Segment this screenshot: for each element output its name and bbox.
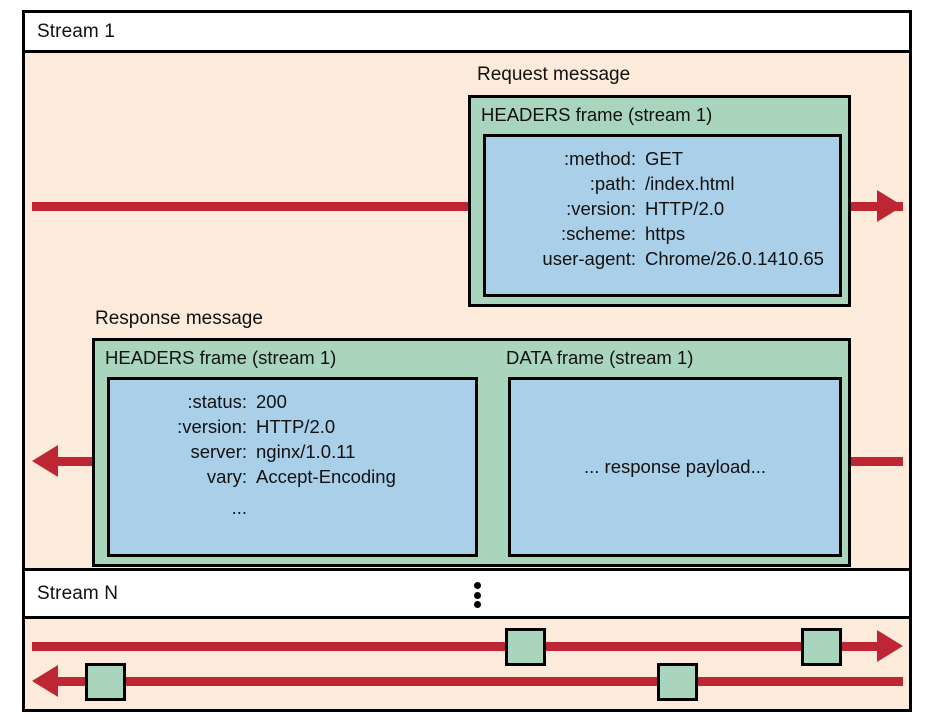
header-row-ellipsis: ... [110,489,475,520]
header-key: ... [231,497,247,518]
request-headers-frame-title: HEADERS frame (stream 1) [481,104,713,125]
response-message-frame: HEADERS frame (stream 1) :status: 200 :v… [92,338,851,567]
stream-n-inbound-frame-block [85,663,126,701]
response-data-frame-title: DATA frame (stream 1) [506,347,694,368]
stream-n-inbound-frame-block [657,663,698,701]
header-value: Chrome/26.0.1410.65 [645,248,824,269]
header-row: :method: GET [486,146,839,171]
request-headers-payload-box: :method: GET :path: /index.html :version… [483,134,842,297]
header-value [256,495,475,520]
header-row: vary: Accept-Encoding [110,464,475,489]
header-value: HTTP/2.0 [256,416,336,437]
request-flow-arrowhead [877,190,903,222]
header-key: :version: [177,416,247,437]
header-row: :version: HTTP/2.0 [110,414,475,439]
response-headers-frame-title: HEADERS frame (stream 1) [105,347,337,368]
header-value: https [645,223,686,244]
header-value: GET [645,148,684,169]
header-key: :version: [566,198,636,219]
header-value: 200 [256,391,287,412]
header-key: :path: [589,173,636,194]
stream-1-header: Stream 1 [25,13,909,53]
header-key: :status: [187,391,247,412]
stream-n-header: Stream N [25,571,909,619]
stream-n-outbound-frame-block [505,628,546,666]
header-value: /index.html [645,173,735,194]
http2-stream-multiplexing-diagram: Stream 1 Request message HEADERS frame (… [22,10,912,712]
header-row: :status: 200 [110,389,475,414]
header-key: :scheme: [560,223,636,244]
header-row: :version: HTTP/2.0 [486,196,839,221]
stream-n-outbound-line [32,642,878,651]
header-value: nginx/1.0.11 [256,441,356,462]
header-row: :scheme: https [486,221,839,246]
header-value: HTTP/2.0 [645,198,725,219]
stream-n-body [25,619,909,709]
stream-n-label: Stream N [37,582,119,604]
header-key: server: [190,441,247,462]
response-message-label: Response message [95,308,263,329]
response-headers-payload-box: :status: 200 :version: HTTP/2.0 server: … [107,377,478,557]
header-row: user-agent: Chrome/26.0.1410.65 [486,246,839,271]
header-key: vary: [206,466,247,487]
header-key: user-agent: [542,248,636,269]
stream-n-inbound-line [58,677,903,686]
stream-n-inbound-arrowhead [32,665,58,697]
vertical-ellipsis-icon [473,582,481,608]
response-flow-arrowhead [32,445,58,477]
header-row: :path: /index.html [486,171,839,196]
request-message-label: Request message [477,64,631,85]
header-key: :method: [564,148,636,169]
response-data-payload-box: ... response payload... [508,377,842,557]
request-header-list: :method: GET :path: /index.html :version… [486,137,839,271]
stream-n-outbound-arrowhead [877,630,903,662]
header-row: server: nginx/1.0.11 [110,439,475,464]
response-header-list: :status: 200 :version: HTTP/2.0 server: … [110,380,475,520]
response-payload-text: ... response payload... [583,456,767,477]
header-value: Accept-Encoding [256,466,396,487]
stream-n-outbound-frame-block [801,628,842,666]
stream-1-label: Stream 1 [37,20,115,42]
stream-1-body: Request message HEADERS frame (stream 1)… [25,53,909,571]
request-headers-frame: HEADERS frame (stream 1) :method: GET :p… [468,95,851,307]
request-flow-line [32,202,903,211]
